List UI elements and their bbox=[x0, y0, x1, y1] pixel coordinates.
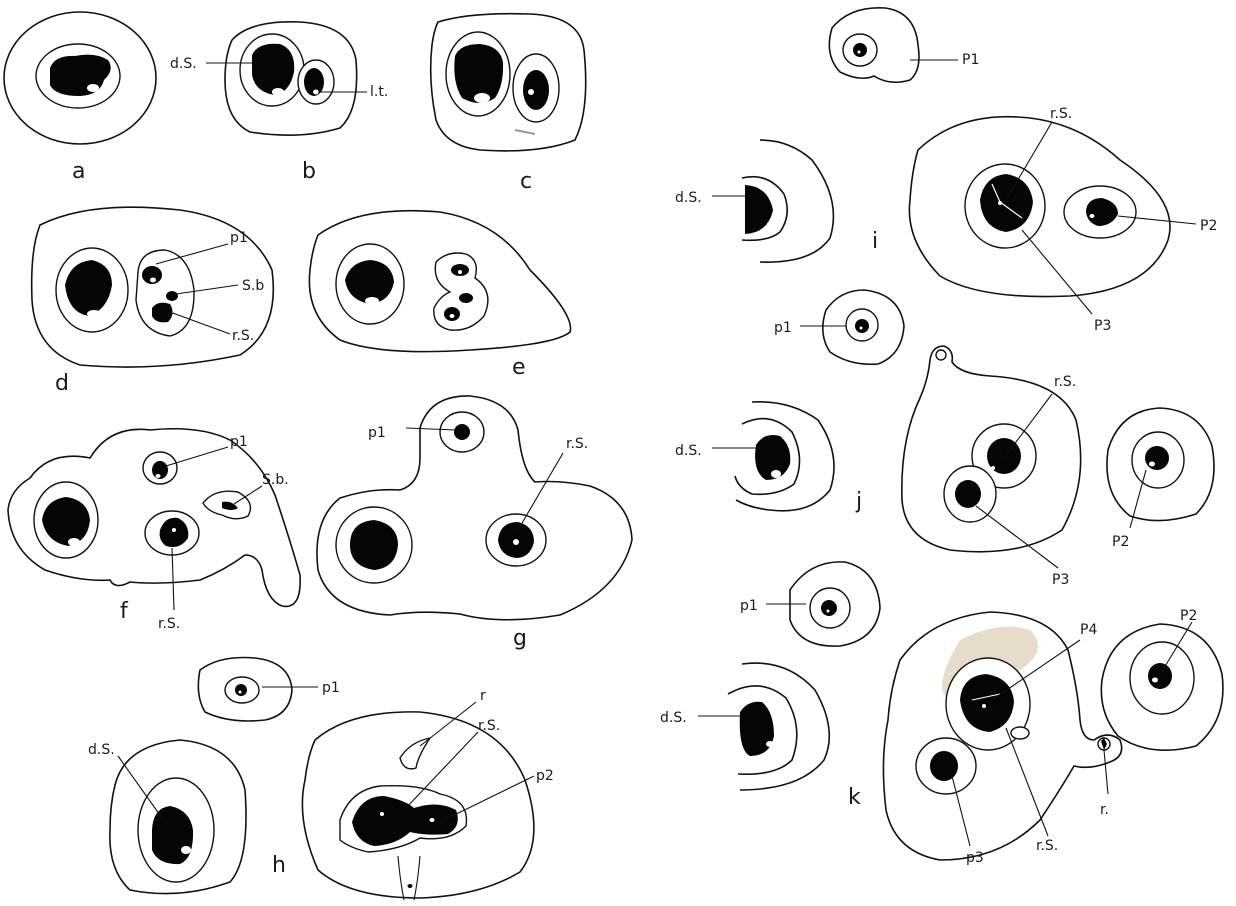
label-p3-k: p3 bbox=[966, 850, 984, 866]
panel-label-b: b bbox=[302, 159, 316, 184]
label-sb-f: S.b. bbox=[262, 472, 289, 488]
section-c: c bbox=[429, 12, 587, 194]
label-p1-d: p1 bbox=[230, 230, 248, 246]
label-r-k: r. bbox=[1100, 802, 1109, 818]
label-sb-d: S.b bbox=[242, 278, 264, 294]
label-rs-j: r.S. bbox=[1054, 374, 1076, 390]
label-ds-k: d.S. bbox=[660, 710, 687, 726]
section-e: e bbox=[308, 209, 572, 380]
label-p1-j: p1 bbox=[774, 320, 792, 336]
section-i: P1 d.S. r.S. P3 P2 i bbox=[675, 7, 1217, 334]
label-p1-f: p1 bbox=[230, 434, 248, 450]
label-ds-h: d.S. bbox=[88, 742, 115, 758]
label-p1-h: p1 bbox=[322, 680, 340, 696]
section-f: p1 S.b. r.S. f bbox=[7, 427, 301, 632]
section-d: p1 S.b r.S. d bbox=[30, 206, 275, 396]
label-p3-i: P3 bbox=[1094, 318, 1111, 334]
section-g: p1 r.S. g bbox=[316, 395, 633, 651]
label-rs-k: r.S. bbox=[1036, 838, 1058, 854]
label-r-h: r bbox=[480, 688, 486, 704]
label-p1-k: p1 bbox=[740, 598, 758, 614]
section-b: d.S. l.t. b bbox=[170, 21, 388, 184]
panel-label-c: c bbox=[520, 169, 532, 194]
label-rs-d: r.S. bbox=[232, 328, 254, 344]
panel-label-j: j bbox=[855, 489, 862, 514]
label-ds-j: d.S. bbox=[675, 443, 702, 459]
panel-label-g: g bbox=[513, 626, 527, 651]
section-a: a bbox=[3, 11, 157, 184]
label-p1-i: P1 bbox=[962, 52, 979, 68]
label-rs-g: r.S. bbox=[566, 436, 588, 452]
section-j: p1 d.S. r.S. P3 j P2 bbox=[675, 289, 1215, 588]
label-ds: d.S. bbox=[170, 56, 197, 72]
label-rs-h: r.S. bbox=[478, 718, 500, 734]
label-p2-k: P2 bbox=[1180, 608, 1197, 624]
panel-label-i: i bbox=[872, 229, 878, 254]
label-lt: l.t. bbox=[370, 84, 388, 100]
label-p2-i: P2 bbox=[1200, 218, 1217, 234]
label-p2-h: p2 bbox=[536, 768, 554, 784]
label-p3-j: P3 bbox=[1052, 572, 1069, 588]
label-p2-j: P2 bbox=[1112, 534, 1129, 550]
panel-label-e: e bbox=[512, 355, 526, 380]
section-k: p1 d.S. P4 r.S. p3 r. k P2 bbox=[660, 561, 1224, 866]
panel-label-a: a bbox=[72, 159, 85, 184]
label-p1-g: p1 bbox=[368, 425, 386, 441]
panel-label-d: d bbox=[55, 371, 69, 396]
label-rs-i: r.S. bbox=[1050, 106, 1072, 122]
panel-label-h: h bbox=[272, 853, 286, 878]
label-rs-f: r.S. bbox=[158, 616, 180, 632]
section-h: p1 d.S. r r.S. p2 h bbox=[88, 656, 554, 901]
label-p4-k: P4 bbox=[1080, 622, 1097, 638]
label-ds-i: d.S. bbox=[675, 190, 702, 206]
panel-label-f: f bbox=[120, 599, 129, 624]
panel-label-k: k bbox=[848, 785, 861, 810]
